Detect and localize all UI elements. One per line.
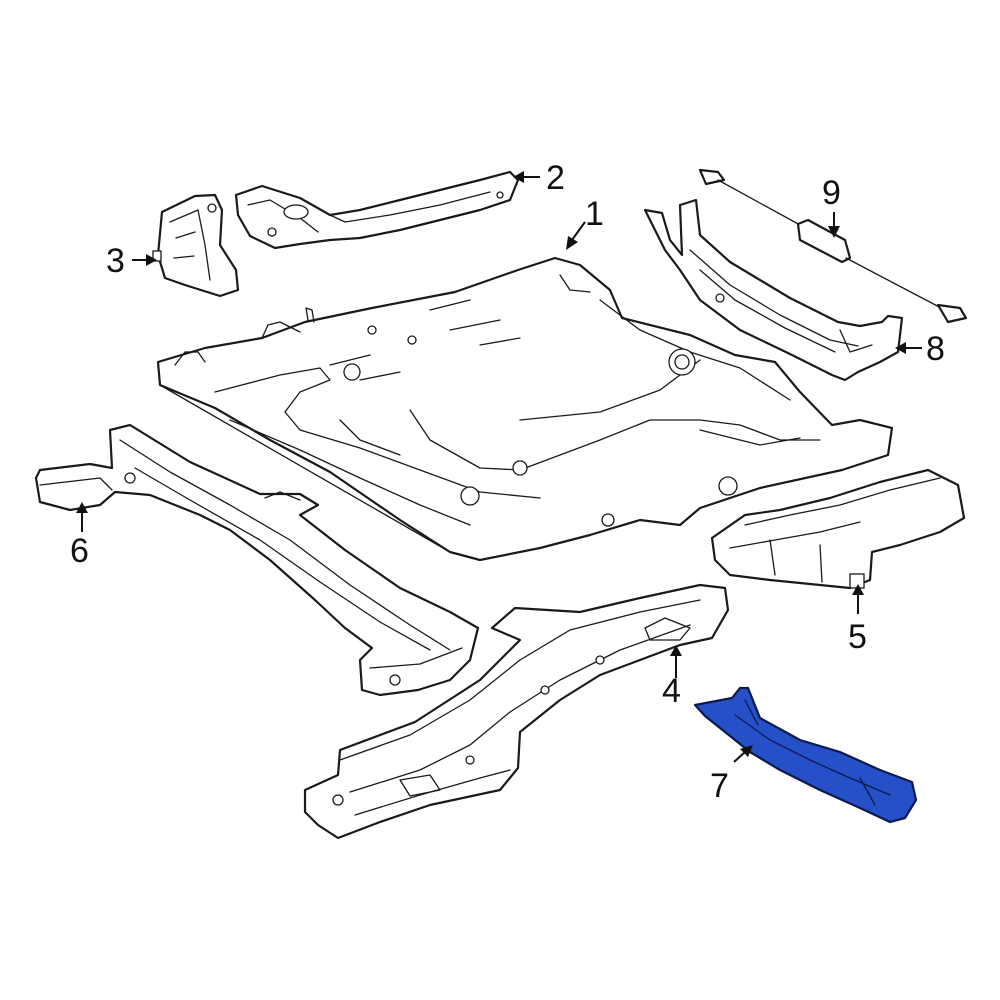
part-3-corner-bracket[interactable] (152, 193, 240, 298)
part-2-upper-bracket[interactable] (234, 170, 520, 250)
callout-label-7: 7 (710, 767, 729, 805)
part-8-side-member[interactable] (643, 198, 904, 382)
callout-label-3: 3 (106, 242, 125, 280)
callout-label-8: 8 (926, 330, 945, 368)
part-6-left-rail[interactable] (34, 423, 480, 697)
callout-label-9: 9 (822, 174, 841, 212)
callout-3: 3 (106, 242, 157, 280)
callout-label-6: 6 (70, 532, 89, 570)
part-9-rod[interactable] (698, 168, 968, 324)
callout-8: 8 (895, 330, 945, 368)
callout-5: 5 (848, 584, 867, 656)
callout-4: 4 (662, 645, 682, 710)
part-5-right-bracket[interactable] (710, 468, 966, 590)
callout-6: 6 (70, 502, 89, 570)
callout-label-5: 5 (848, 618, 867, 656)
callout-1: 1 (566, 195, 604, 250)
callout-label-1: 1 (585, 195, 604, 233)
part-4-center-rail[interactable] (303, 583, 730, 840)
callout-9: 9 (822, 174, 841, 238)
callout-7: 7 (710, 745, 753, 805)
callout-label-4: 4 (662, 672, 681, 710)
callout-2: 2 (513, 159, 565, 197)
part-1-rear-floor-pan[interactable] (156, 256, 894, 562)
callout-label-2: 2 (546, 159, 565, 197)
